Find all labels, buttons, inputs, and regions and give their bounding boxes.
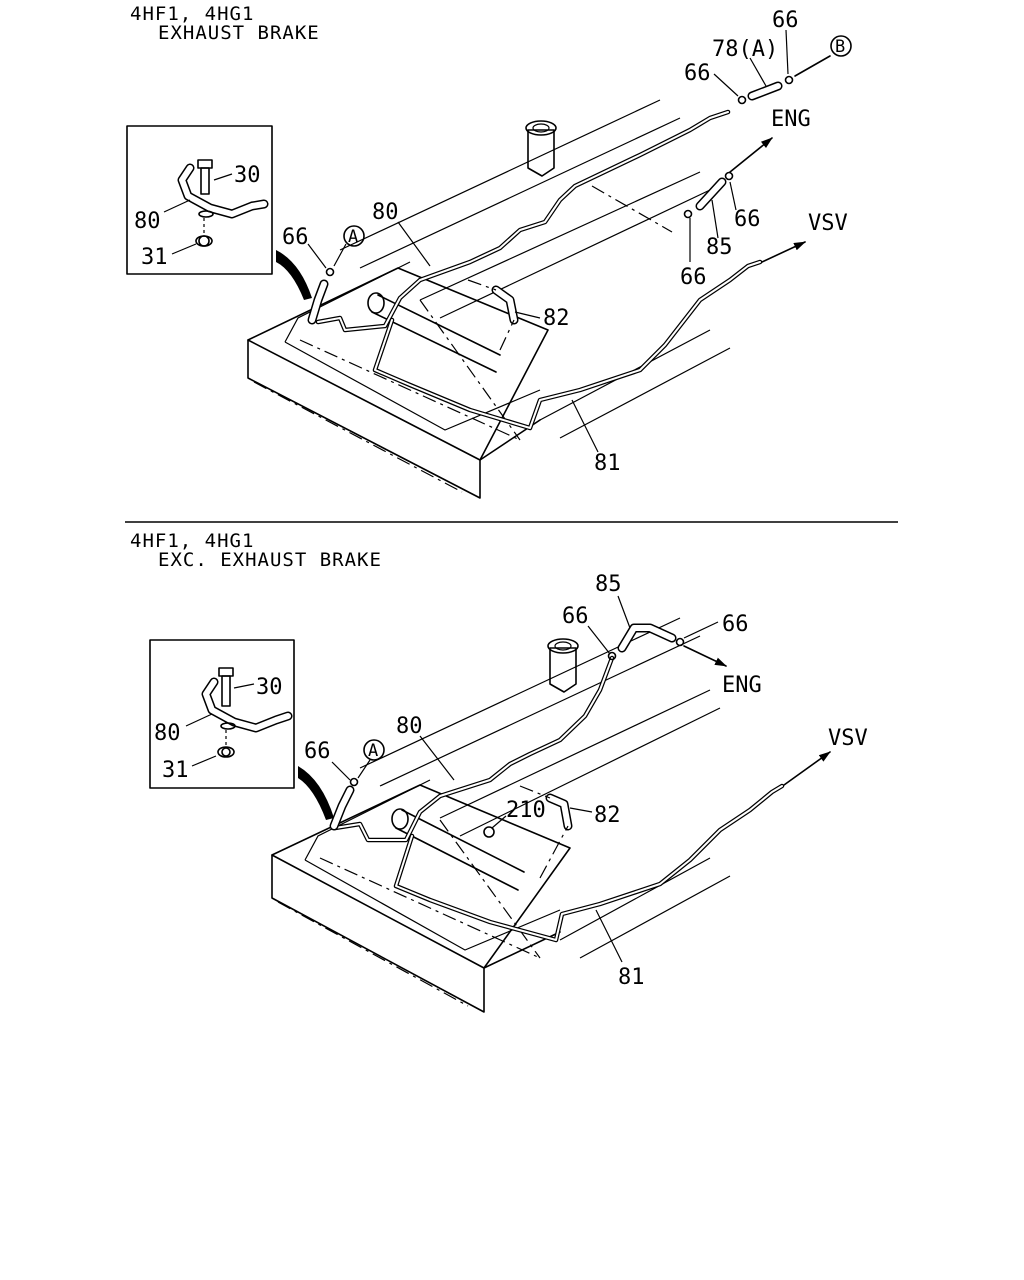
label-81: 81 <box>594 451 621 476</box>
ref-a-marker: A <box>343 225 365 247</box>
label-80: 80 <box>396 714 423 739</box>
ref-a-label: A <box>348 227 358 247</box>
detail-label-31: 31 <box>141 245 168 270</box>
detail-label-30: 30 <box>234 163 261 188</box>
label-81: 81 <box>618 965 645 990</box>
label-eng: ENG <box>722 673 762 698</box>
label-66-a: 66 <box>562 604 589 629</box>
label-82: 82 <box>543 306 570 331</box>
label-66-c: 66 <box>304 739 331 764</box>
detail-label-80: 80 <box>154 721 181 746</box>
ref-b-marker: B <box>830 35 852 57</box>
ref-a-label: A <box>368 741 378 761</box>
label-78a: 78(A) <box>712 37 778 62</box>
label-66-e: 66 <box>282 225 309 250</box>
section-1-model: 4HF1, 4HG1 <box>130 3 254 25</box>
label-85: 85 <box>595 572 622 597</box>
label-vsv: VSV <box>808 211 848 236</box>
label-210: 210 <box>506 798 546 823</box>
label-66-b: 66 <box>684 61 711 86</box>
section-1-variant: EXHAUST BRAKE <box>158 22 320 44</box>
detail-label-30: 30 <box>256 675 283 700</box>
detail-inset: 30 80 31 <box>126 125 273 275</box>
ref-b-label: B <box>835 37 845 57</box>
label-82: 82 <box>594 803 621 828</box>
section-exc-exhaust-brake: 4HF1, 4HG1 EXC. EXHAUST BRAKE <box>130 530 868 1013</box>
label-66-c: 66 <box>734 207 761 232</box>
detail-inset: 30 80 31 <box>149 639 295 789</box>
label-66-a: 66 <box>772 8 799 33</box>
section-2-model: 4HF1, 4HG1 <box>130 530 254 552</box>
detail-label-31: 31 <box>162 758 189 783</box>
label-vsv: VSV <box>828 726 868 751</box>
label-66-d: 66 <box>680 265 707 290</box>
label-80: 80 <box>372 200 399 225</box>
section-2-variant: EXC. EXHAUST BRAKE <box>158 549 382 571</box>
label-66-b: 66 <box>722 612 749 637</box>
label-85: 85 <box>706 235 733 260</box>
section-exhaust-brake: 4HF1, 4HG1 EXHAUST BRAKE <box>126 3 852 499</box>
label-eng: ENG <box>771 107 811 132</box>
detail-label-80: 80 <box>134 209 161 234</box>
ref-a-marker: A <box>363 739 385 761</box>
